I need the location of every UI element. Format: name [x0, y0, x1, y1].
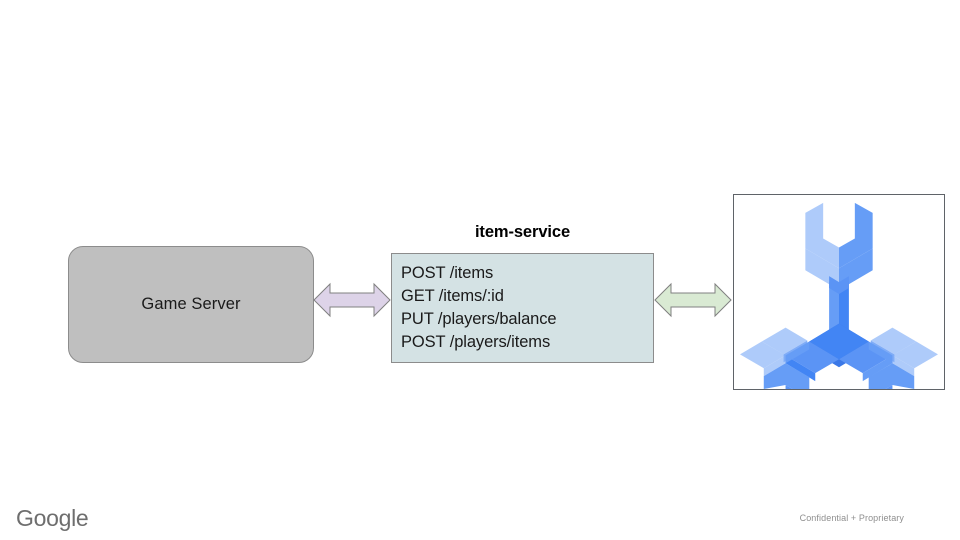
double-headed-arrow-icon: [313, 282, 391, 318]
image-frame-agones-logo: [733, 194, 945, 390]
endpoint-row: GET /items/:id: [401, 287, 504, 305]
endpoint-list: POST /items GET /items/:id PUT /players/…: [401, 262, 653, 354]
endpoint-row: POST /players/items: [401, 333, 551, 351]
node-item-service[interactable]: POST /items GET /items/:id PUT /players/…: [391, 253, 654, 363]
connector-game-server-to-item-service[interactable]: [313, 279, 391, 321]
endpoint-row: POST /items: [401, 264, 494, 282]
node-game-server[interactable]: Game Server: [68, 246, 314, 363]
connector-item-service-to-agones[interactable]: [654, 279, 732, 321]
google-logo: Google: [16, 505, 89, 531]
confidentiality-notice: Confidential + Proprietary: [799, 513, 904, 523]
agones-three-pronged-wrench-icon: [740, 202, 938, 389]
double-headed-arrow-icon: [654, 282, 732, 318]
node-game-server-label: Game Server: [141, 294, 241, 313]
node-item-service-title: item-service: [474, 223, 571, 241]
endpoint-row: PUT /players/balance: [401, 310, 557, 328]
